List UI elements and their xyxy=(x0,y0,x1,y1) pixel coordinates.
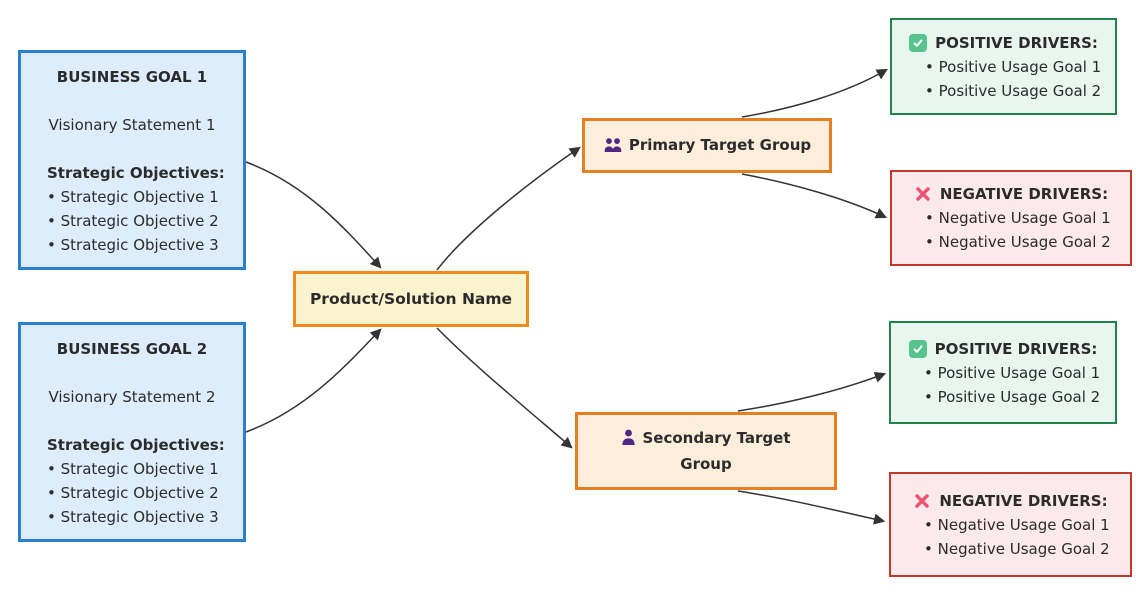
positive-usage-goal: Positive Usage Goal 1 xyxy=(925,55,1115,79)
primary-negative-drivers-node: NEGATIVE DRIVERS: Negative Usage Goal 1 … xyxy=(890,170,1132,266)
strategic-objectives-block: Strategic Objectives: Strategic Objectiv… xyxy=(21,161,243,257)
business-goal-title: BUSINESS GOAL 2 xyxy=(56,340,208,358)
edge-product-secondary xyxy=(436,327,573,449)
negative-usage-goal: Negative Usage Goal 1 xyxy=(925,206,1130,230)
negative-drivers-heading: NEGATIVE DRIVERS: xyxy=(939,185,1109,203)
edge-primary-negative xyxy=(741,173,888,219)
visionary-statement: Visionary Statement 1 xyxy=(48,116,216,134)
negative-drivers-heading: NEGATIVE DRIVERS: xyxy=(939,491,1108,510)
visionary-statement: Visionary Statement 2 xyxy=(48,388,216,406)
primary-positive-drivers-node: POSITIVE DRIVERS: Positive Usage Goal 1 … xyxy=(890,18,1117,115)
secondary-positive-drivers-node: POSITIVE DRIVERS: Positive Usage Goal 1 … xyxy=(889,321,1117,424)
product-solution-label: Product/Solution Name xyxy=(309,290,513,308)
strategic-objective-item: Strategic Objective 2 xyxy=(47,481,243,505)
positive-drivers-heading: POSITIVE DRIVERS: xyxy=(934,339,1098,358)
edge-goal2-product xyxy=(245,328,382,433)
business-goal-2-node: BUSINESS GOAL 2 Visionary Statement 2 St… xyxy=(18,322,246,542)
product-solution-node: Product/Solution Name xyxy=(293,271,529,327)
positive-usage-goal: Positive Usage Goal 2 xyxy=(924,385,1115,409)
strategic-objectives-heading: Strategic Objectives: xyxy=(47,436,225,454)
negative-usage-goal: Negative Usage Goal 2 xyxy=(924,537,1130,561)
strategic-objective-item: Strategic Objective 3 xyxy=(47,505,243,529)
edge-goal1-product xyxy=(245,161,382,269)
check-icon xyxy=(909,33,928,52)
users-icon xyxy=(603,135,623,159)
edge-product-primary xyxy=(436,146,581,271)
secondary-target-group-label: Secondary Target Group xyxy=(642,429,791,473)
edge-secondary-positive xyxy=(737,371,887,412)
positive-usage-goal: Positive Usage Goal 1 xyxy=(924,361,1115,385)
check-icon xyxy=(908,339,927,358)
positive-drivers-heading: POSITIVE DRIVERS: xyxy=(935,33,1098,52)
cross-icon xyxy=(914,185,932,203)
primary-target-group-label: Primary Target Group xyxy=(628,135,812,154)
strategic-objective-item: Strategic Objective 2 xyxy=(47,209,243,233)
strategic-objectives-heading: Strategic Objectives: xyxy=(47,164,225,182)
strategic-objective-item: Strategic Objective 3 xyxy=(47,233,243,257)
cross-icon xyxy=(913,492,931,510)
negative-usage-goal: Negative Usage Goal 2 xyxy=(925,230,1130,254)
user-icon xyxy=(621,428,636,452)
edge-primary-positive xyxy=(741,68,888,118)
strategic-objective-item: Strategic Objective 1 xyxy=(47,185,243,209)
strategic-objectives-block: Strategic Objectives: Strategic Objectiv… xyxy=(21,433,243,529)
strategic-objective-item: Strategic Objective 1 xyxy=(47,457,243,481)
business-goal-1-node: BUSINESS GOAL 1 Visionary Statement 1 St… xyxy=(18,50,246,270)
secondary-target-group-node: Secondary Target Group xyxy=(575,412,837,490)
positive-usage-goal: Positive Usage Goal 2 xyxy=(925,79,1115,103)
business-goal-title: BUSINESS GOAL 1 xyxy=(56,68,208,86)
primary-target-group-node: Primary Target Group xyxy=(582,118,832,173)
negative-usage-goal: Negative Usage Goal 1 xyxy=(924,513,1130,537)
secondary-negative-drivers-node: NEGATIVE DRIVERS: Negative Usage Goal 1 … xyxy=(889,472,1132,577)
edge-secondary-negative xyxy=(737,490,886,525)
